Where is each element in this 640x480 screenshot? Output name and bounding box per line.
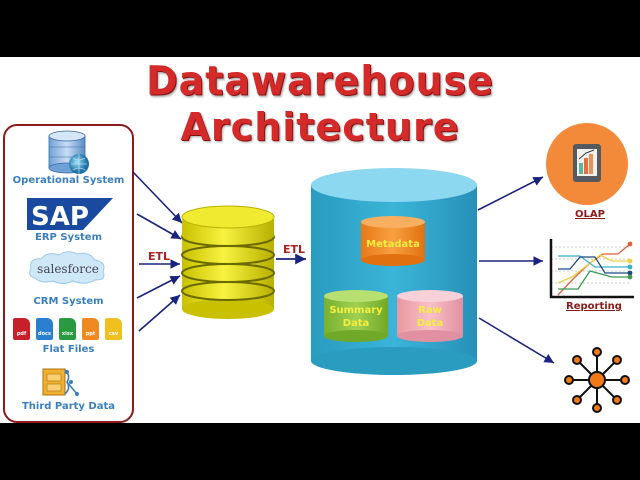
salesforce-logo: salesforce <box>29 251 105 284</box>
summary-data-label: Summary Data <box>324 304 388 330</box>
sap-logo-text: SAP <box>31 202 89 232</box>
arrow-erp <box>136 213 182 240</box>
file-icon-label: csv <box>108 331 119 337</box>
output-label-olap: OLAP <box>575 209 605 220</box>
source-label-third-party: Third Party Data <box>21 401 116 412</box>
file-icon-ppt: ppt <box>82 318 99 340</box>
file-icon-csv: csv <box>105 318 122 340</box>
file-icon-docs: docs <box>36 318 53 340</box>
raw-data-label: Raw Data <box>397 304 463 330</box>
file-icon-label: docs <box>38 331 51 337</box>
title-line-2: Architecture <box>180 105 460 149</box>
file-icon-label: ppt <box>85 331 96 337</box>
network-hub-icon <box>564 347 630 413</box>
arrow-third-party <box>138 294 181 332</box>
etl-label-right: ETL <box>283 243 306 256</box>
metadata-label: Metadata <box>366 239 420 250</box>
file-icon-label: xlsx <box>61 331 74 337</box>
file-icon-pdf: pdf <box>13 318 30 340</box>
source-label-erp: ERP System <box>35 232 102 243</box>
source-systems-panel: Operational System SAP ERP System salesf… <box>3 124 134 423</box>
arrow-to-network <box>478 317 555 364</box>
title-line-1: Datawarehouse <box>146 57 494 105</box>
file-icon-label: pdf <box>16 331 27 337</box>
source-label-flat-files: Flat Files <box>42 344 95 355</box>
raw-data-label-line2: Data <box>416 318 444 329</box>
database-globe-icon <box>48 130 89 174</box>
line-chart-icon <box>549 239 634 299</box>
arrow-flat-files <box>136 275 181 299</box>
summary-data-label-line2: Data <box>342 318 370 329</box>
arrow-to-olap <box>477 176 544 211</box>
file-cabinet-icon <box>42 368 79 396</box>
raw-data-label-line1: Raw <box>418 305 442 316</box>
file-icon-xlsx: xlsx <box>59 318 76 340</box>
output-label-reporting: Reporting <box>566 301 622 312</box>
salesforce-logo-text: salesforce <box>37 262 99 276</box>
data-warehouse-cylinder <box>311 168 477 375</box>
flat-file-icons: pdf docs xlsx ppt csv <box>13 316 128 342</box>
diagram-canvas: Datawarehouse Architecture Operational S… <box>0 57 640 423</box>
source-label-crm: CRM System <box>33 296 104 307</box>
source-label-operational: Operational System <box>12 175 125 186</box>
etl-label-left: ETL <box>148 250 171 263</box>
sap-logo: SAP <box>27 198 113 232</box>
staging-database-icon <box>181 205 275 319</box>
output-arrows <box>477 176 555 364</box>
arrow-operational <box>132 171 183 224</box>
summary-data-label-line1: Summary <box>329 305 383 316</box>
